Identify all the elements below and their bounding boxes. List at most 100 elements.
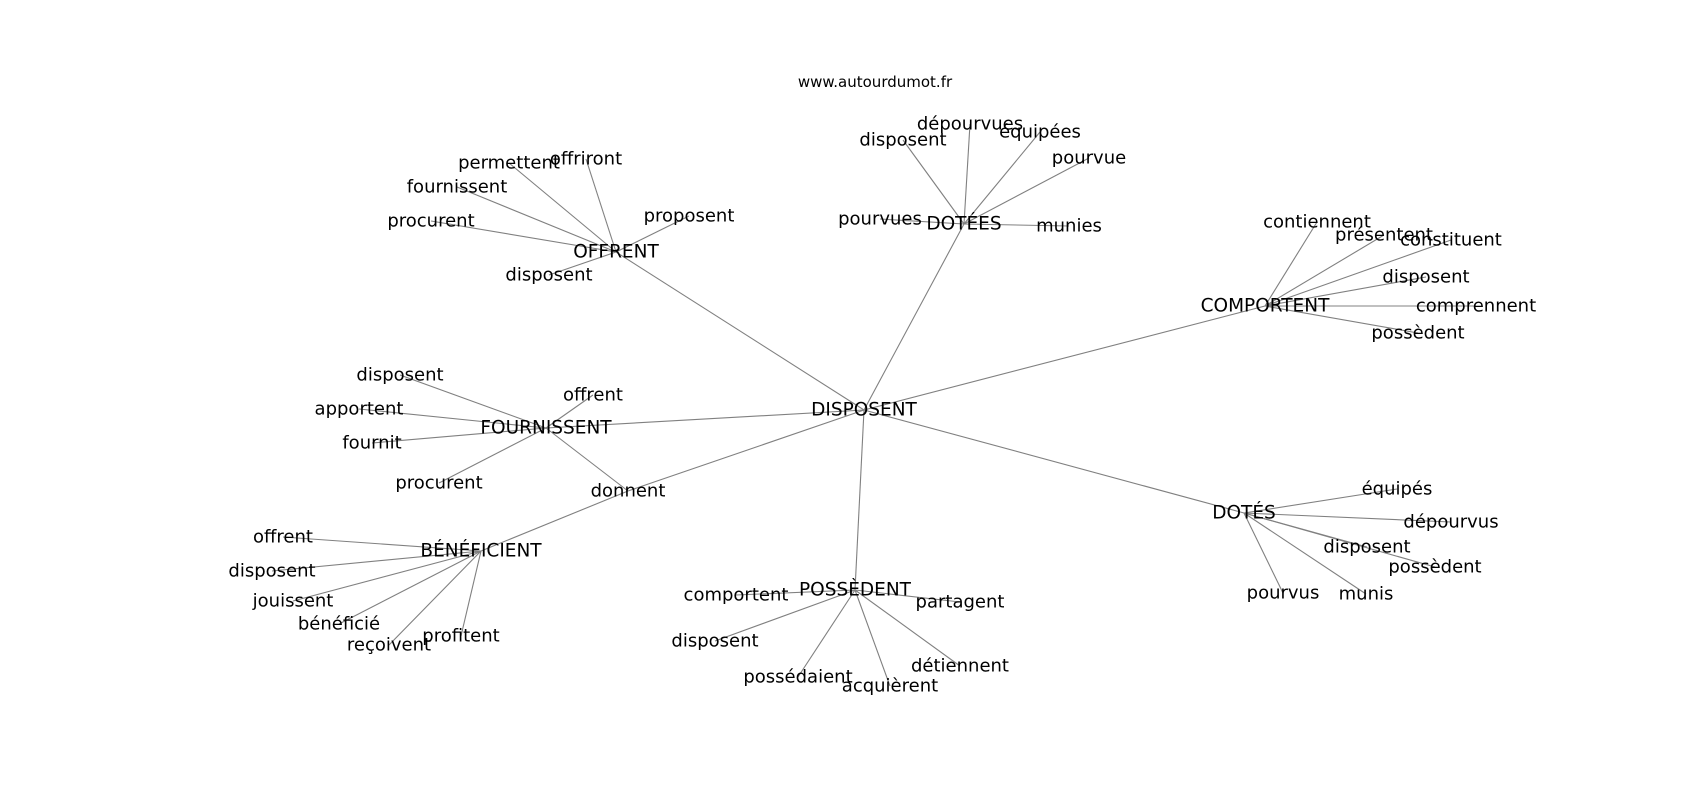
edge-disposent-dotees bbox=[863, 223, 965, 411]
leaf-node-label: possèdent bbox=[1388, 557, 1481, 578]
edge-disposent-possedent bbox=[854, 409, 865, 591]
edge-disposent-comportent bbox=[863, 305, 1266, 411]
leaf-node-label: profitent bbox=[422, 626, 499, 647]
edge-offrent-1 bbox=[508, 162, 617, 253]
leaf-node-label: donnent bbox=[591, 481, 666, 502]
edge-dotes-0 bbox=[1243, 488, 1398, 514]
root-node-label: DISPOSENT bbox=[811, 400, 917, 421]
edge-disposent-dotes bbox=[863, 409, 1245, 514]
edge-possedent-5 bbox=[854, 589, 961, 667]
leaf-node-label: contiennent bbox=[1263, 212, 1371, 233]
leaf-node-label: présentent bbox=[1335, 225, 1433, 246]
edge-possedent-2 bbox=[714, 589, 856, 642]
edge-dotees-5 bbox=[963, 223, 1070, 227]
edge-fournissent-4 bbox=[438, 427, 547, 484]
hub-node-label: POSSÈDENT bbox=[799, 579, 912, 601]
edge-beneficient-4 bbox=[388, 550, 482, 646]
leaf-node-label: dépourvues bbox=[917, 114, 1023, 135]
hub-node-label: COMPORTENT bbox=[1201, 296, 1330, 317]
edge-beneficient-1 bbox=[271, 550, 482, 572]
edge-comportent-2 bbox=[1264, 239, 1452, 307]
graph-edges bbox=[271, 123, 1476, 687]
leaf-node-label: équipés bbox=[1362, 479, 1433, 500]
edge-possedent-0 bbox=[735, 589, 856, 596]
edge-dotes-4 bbox=[1243, 512, 1284, 594]
leaf-node-label: jouissent bbox=[252, 591, 334, 612]
leaf-node-label: pourvue bbox=[1052, 148, 1126, 169]
edge-beneficient-2 bbox=[292, 550, 482, 602]
leaf-node-label: détiennent bbox=[911, 656, 1009, 677]
hub-node-label: BÉNÉFICIENT bbox=[420, 540, 542, 562]
leaf-node-label: procurent bbox=[395, 473, 482, 494]
edge-offrent-2 bbox=[456, 186, 617, 253]
leaf-node-label: disposent bbox=[1382, 267, 1469, 288]
edge-disposent-fournissent bbox=[545, 409, 865, 429]
edge-possedent-3 bbox=[797, 589, 856, 678]
edge-fournissent-1 bbox=[545, 394, 594, 429]
leaf-node-label: munis bbox=[1339, 584, 1394, 605]
edge-dotes-3 bbox=[1243, 512, 1436, 568]
leaf-node-label: disposent bbox=[671, 631, 758, 652]
leaf-node-label: équipées bbox=[999, 122, 1081, 143]
edge-possedent-4 bbox=[854, 589, 891, 687]
leaf-node-label: reçoivent bbox=[347, 635, 431, 656]
leaf-node-label: constituent bbox=[1400, 230, 1502, 251]
hub-node-label: OFFRENT bbox=[573, 242, 659, 263]
hub-node-label: DOTÉS bbox=[1212, 502, 1276, 524]
edge-dotees-1 bbox=[902, 139, 965, 225]
edge-dotes-1 bbox=[1243, 512, 1452, 523]
edge-comportent-0 bbox=[1264, 221, 1318, 307]
leaf-node-label: offrent bbox=[253, 527, 313, 548]
leaf-node-label: disposent bbox=[859, 130, 946, 151]
edge-fournissent-0 bbox=[399, 374, 547, 429]
leaf-node-label: munies bbox=[1036, 216, 1102, 237]
leaf-node-label: offriront bbox=[550, 149, 622, 170]
edge-offrent-0 bbox=[585, 158, 617, 253]
edge-possedent-1 bbox=[854, 589, 961, 603]
leaf-node-label: disposent bbox=[505, 265, 592, 286]
edge-offrent-4 bbox=[615, 215, 690, 253]
edge-fournissent-donnent bbox=[545, 427, 629, 492]
leaf-node-label: permettent bbox=[458, 153, 560, 174]
leaf-node-label: dépourvus bbox=[1403, 512, 1498, 533]
edge-dotees-2 bbox=[963, 131, 1041, 225]
edge-comportent-3 bbox=[1264, 276, 1427, 307]
edge-beneficient-3 bbox=[338, 550, 482, 625]
leaf-node-label: apportent bbox=[315, 399, 404, 420]
leaf-node-label: possédaient bbox=[743, 667, 852, 688]
leaf-node-label: partagent bbox=[916, 592, 1005, 613]
leaf-node-label: fournit bbox=[342, 433, 401, 454]
edge-offrent-3 bbox=[430, 220, 617, 253]
edge-offrent-5 bbox=[548, 251, 617, 276]
leaf-node-label: bénéficié bbox=[298, 614, 380, 635]
hub-node-label: FOURNISSENT bbox=[480, 418, 612, 439]
edge-dotees-4 bbox=[879, 218, 965, 225]
hub-node-label: DOTÉES bbox=[926, 213, 1001, 235]
leaf-node-label: proposent bbox=[644, 206, 735, 227]
leaf-node-label: acquièrent bbox=[842, 676, 938, 697]
edge-dotees-3 bbox=[963, 157, 1090, 225]
edge-dotees-0 bbox=[963, 123, 971, 225]
leaf-node-label: offrent bbox=[563, 385, 623, 406]
edge-beneficient-5 bbox=[460, 550, 482, 637]
edge-beneficient-0 bbox=[282, 536, 482, 552]
edge-disposent-offrent bbox=[615, 251, 865, 411]
leaf-node-label: pourvues bbox=[838, 209, 922, 230]
edge-fournissent-2 bbox=[358, 408, 547, 429]
edge-comportent-1 bbox=[1264, 234, 1385, 307]
leaf-node-label: disposent bbox=[228, 561, 315, 582]
edge-fournissent-3 bbox=[371, 427, 547, 444]
leaf-node-label: comprennent bbox=[1416, 296, 1536, 317]
edge-dotes-5 bbox=[1243, 512, 1367, 595]
leaf-node-label: comportent bbox=[684, 585, 789, 606]
leaf-node-label: pourvus bbox=[1247, 583, 1320, 604]
leaf-node-label: disposent bbox=[356, 365, 443, 386]
leaf-node-label: fournissent bbox=[407, 177, 508, 198]
edge-donnent-beneficient bbox=[480, 490, 629, 552]
edge-comportent-5 bbox=[1264, 305, 1419, 334]
leaf-node-label: possèdent bbox=[1371, 323, 1464, 344]
leaf-node-label: disposent bbox=[1323, 537, 1410, 558]
leaf-node-label: procurent bbox=[387, 211, 474, 232]
